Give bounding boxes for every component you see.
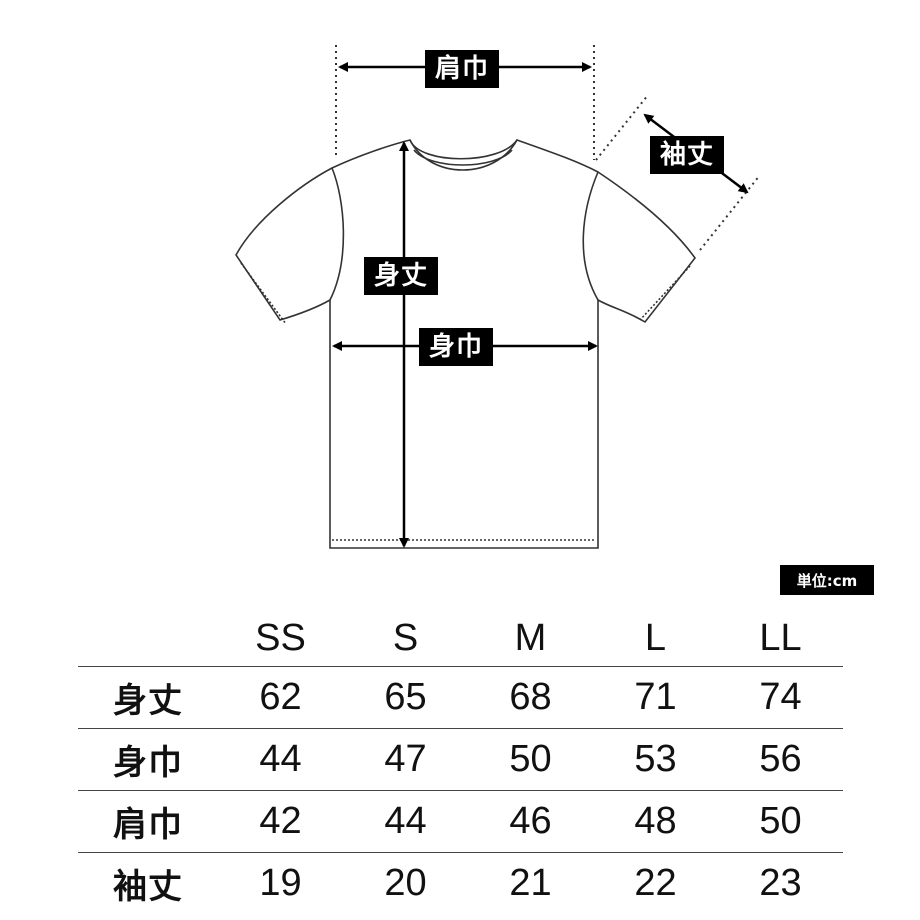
- body-width-label: 身巾: [419, 328, 494, 366]
- header-corner: [78, 610, 218, 667]
- size-header: L: [644, 616, 667, 659]
- table-row: 身巾 44 47 50 53 56: [78, 728, 843, 791]
- table-row: 袖丈 19 20 21 22 23: [78, 852, 843, 914]
- table-cell: 65: [343, 666, 468, 729]
- row-label: 身丈: [78, 666, 218, 729]
- body-length-label: 身丈: [364, 257, 439, 295]
- table-cell: 21: [468, 852, 593, 914]
- table-cell: 50: [718, 790, 843, 853]
- table-cell: 20: [343, 852, 468, 914]
- table-cell: 48: [593, 790, 718, 853]
- sleeve-length-label: 袖丈: [650, 136, 725, 174]
- table-cell: 53: [593, 728, 718, 791]
- table-cell: 62: [218, 666, 343, 729]
- table-cell: 47: [343, 728, 468, 791]
- row-label: 身巾: [78, 728, 218, 791]
- table-cell: 46: [468, 790, 593, 853]
- table-cell: 74: [718, 666, 843, 729]
- table-row: 身丈 62 65 68 71 74: [78, 666, 843, 729]
- size-header: S: [392, 616, 419, 659]
- size-header: LL: [759, 616, 802, 659]
- row-label: 袖丈: [78, 852, 218, 914]
- table-cell: 22: [593, 852, 718, 914]
- sleeve-guide-bottom: [699, 174, 761, 251]
- table-cell: 23: [718, 852, 843, 914]
- table-cell: 68: [468, 666, 593, 729]
- size-header: SS: [255, 616, 306, 659]
- table-cell: 71: [593, 666, 718, 729]
- tshirt-diagram: 肩巾 袖丈 身丈 身巾: [235, 45, 761, 549]
- table-cell: 42: [218, 790, 343, 853]
- size-header-row: SS S M L LL: [78, 610, 843, 667]
- table-cell: 19: [218, 852, 343, 914]
- row-label: 肩巾: [78, 790, 218, 853]
- shoulder-width-label: 肩巾: [425, 50, 500, 88]
- unit-badge: 単位:cm: [780, 565, 874, 595]
- table-row: 肩巾 42 44 46 48 50: [78, 790, 843, 853]
- size-table: SS S M L LL 身丈 62 65 68 71 74 身巾 44 47 5…: [78, 610, 843, 914]
- tshirt-shape: [235, 139, 696, 549]
- sleeve-guide-top: [595, 94, 649, 161]
- table-cell: 56: [718, 728, 843, 791]
- size-header: M: [514, 616, 547, 659]
- table-cell: 44: [343, 790, 468, 853]
- table-cell: 44: [218, 728, 343, 791]
- table-cell: 50: [468, 728, 593, 791]
